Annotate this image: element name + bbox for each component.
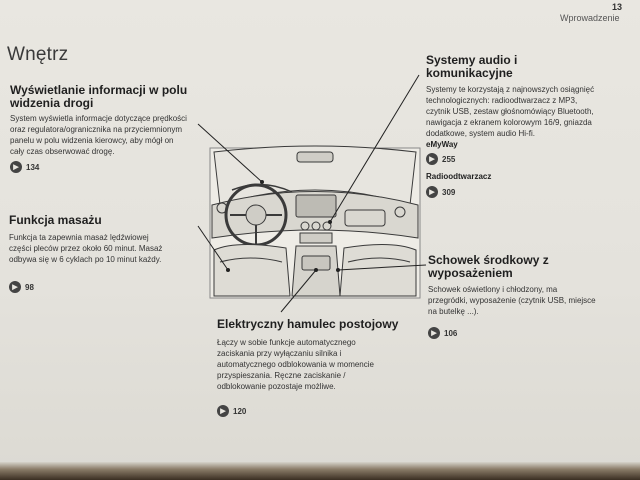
emyway-ref-page: 255 [442, 154, 456, 164]
audio-body-line: czytnik USB, zestaw głośnomówiący Blueto… [426, 107, 594, 116]
storage-section: Schowek środkowy z wyposażeniem Schowek … [428, 254, 633, 339]
storage-ref[interactable]: ▶ 106 [428, 327, 633, 339]
display-ref-page: 134 [26, 162, 40, 172]
book-reference-icon: ▶ [426, 153, 438, 165]
radio-label: Radioodtwarzacz [426, 172, 492, 181]
massage-ref[interactable]: ▶ 98 [9, 281, 204, 293]
brake-section: Elektryczny hamulec postojowy Łączy w so… [217, 318, 417, 417]
page-title: Wnętrz [7, 44, 69, 65]
massage-body-line: części pleców przez około 60 minut. Masa… [9, 244, 163, 253]
massage-section: Funkcja masażu Funkcja ta zapewnia masaż… [9, 214, 204, 293]
page-number: 13 [612, 2, 623, 12]
section-name: Wprowadzenie [560, 13, 620, 23]
storage-body-line: Schowek oświetlony i chłodzony, ma [428, 285, 558, 294]
display-title-line1: Wyświetlanie informacji w polu [10, 83, 188, 97]
book-reference-icon: ▶ [10, 161, 22, 173]
audio-title-line2: komunikacyjne [426, 66, 513, 80]
massage-body-line: Funkcja ta zapewnia masaż lędźwiowej [9, 233, 149, 242]
brake-ref[interactable]: ▶ 120 [217, 405, 417, 417]
display-body-line: cały czas obserwować drogę. [10, 147, 115, 156]
audio-body-line: nawigacja z ekranem kolorowym 16/9, gnia… [426, 118, 592, 127]
book-reference-icon: ▶ [428, 327, 440, 339]
book-reference-icon: ▶ [426, 186, 438, 198]
audio-section: Systemy audio i komunikacyjne Systemy te… [426, 54, 631, 198]
storage-body-line: na butelkę ...). [428, 307, 479, 316]
brake-body-line: odblokowanie pozostaje możliwe. [217, 382, 336, 391]
display-body-line: oraz regulatora/ogranicznika na przyciem… [10, 125, 183, 134]
audio-body-line: technologicznych: radioodtwarzacz z MP3, [426, 96, 578, 105]
massage-ref-page: 98 [25, 282, 34, 292]
brake-ref-page: 120 [233, 406, 247, 416]
display-section: Wyświetlanie informacji w polu widzenia … [10, 84, 205, 173]
audio-body-line: Systemy te korzystają z najnowszych osią… [426, 85, 595, 94]
radio-ref[interactable]: ▶ 309 [426, 186, 631, 198]
brake-title: Elektryczny hamulec postojowy [217, 317, 399, 331]
display-ref[interactable]: ▶ 134 [10, 161, 205, 173]
book-reference-icon: ▶ [217, 405, 229, 417]
massage-title: Funkcja masażu [9, 213, 102, 227]
massage-body-line: odbywa się w 6 cyklach po 10 minut każdy… [9, 255, 162, 264]
display-title-line2: widzenia drogi [10, 96, 94, 110]
page-edge [0, 462, 640, 480]
brake-body-line: zaciskania przy wyłączaniu silnika i [217, 349, 342, 358]
brake-body-line: Łączy w sobie funkcje automatycznego [217, 338, 356, 347]
brake-body-line: automatycznego odblokowania w momencie [217, 360, 374, 369]
storage-title-line2: wyposażeniem [428, 266, 513, 280]
storage-title-line1: Schowek środkowy z [428, 253, 549, 267]
display-body-line: System wyświetla informacje dotyczące pr… [10, 114, 187, 123]
brake-body-line: przyspieszania. Ręczne zaciskanie / [217, 371, 346, 380]
display-body-line: panelu w polu widzenia kierowcy, aby móg… [10, 136, 174, 145]
audio-body-line: dodatkowe, system audio Hi-fi. [426, 129, 535, 138]
emyway-label: eMyWay [426, 140, 458, 149]
storage-ref-page: 106 [444, 328, 458, 338]
audio-title-line1: Systemy audio i [426, 53, 518, 67]
radio-ref-page: 309 [442, 187, 456, 197]
storage-body-line: przegródki, wyposażenie (czytnik USB, mi… [428, 296, 596, 305]
book-reference-icon: ▶ [9, 281, 21, 293]
emyway-ref[interactable]: ▶ 255 [426, 153, 631, 165]
